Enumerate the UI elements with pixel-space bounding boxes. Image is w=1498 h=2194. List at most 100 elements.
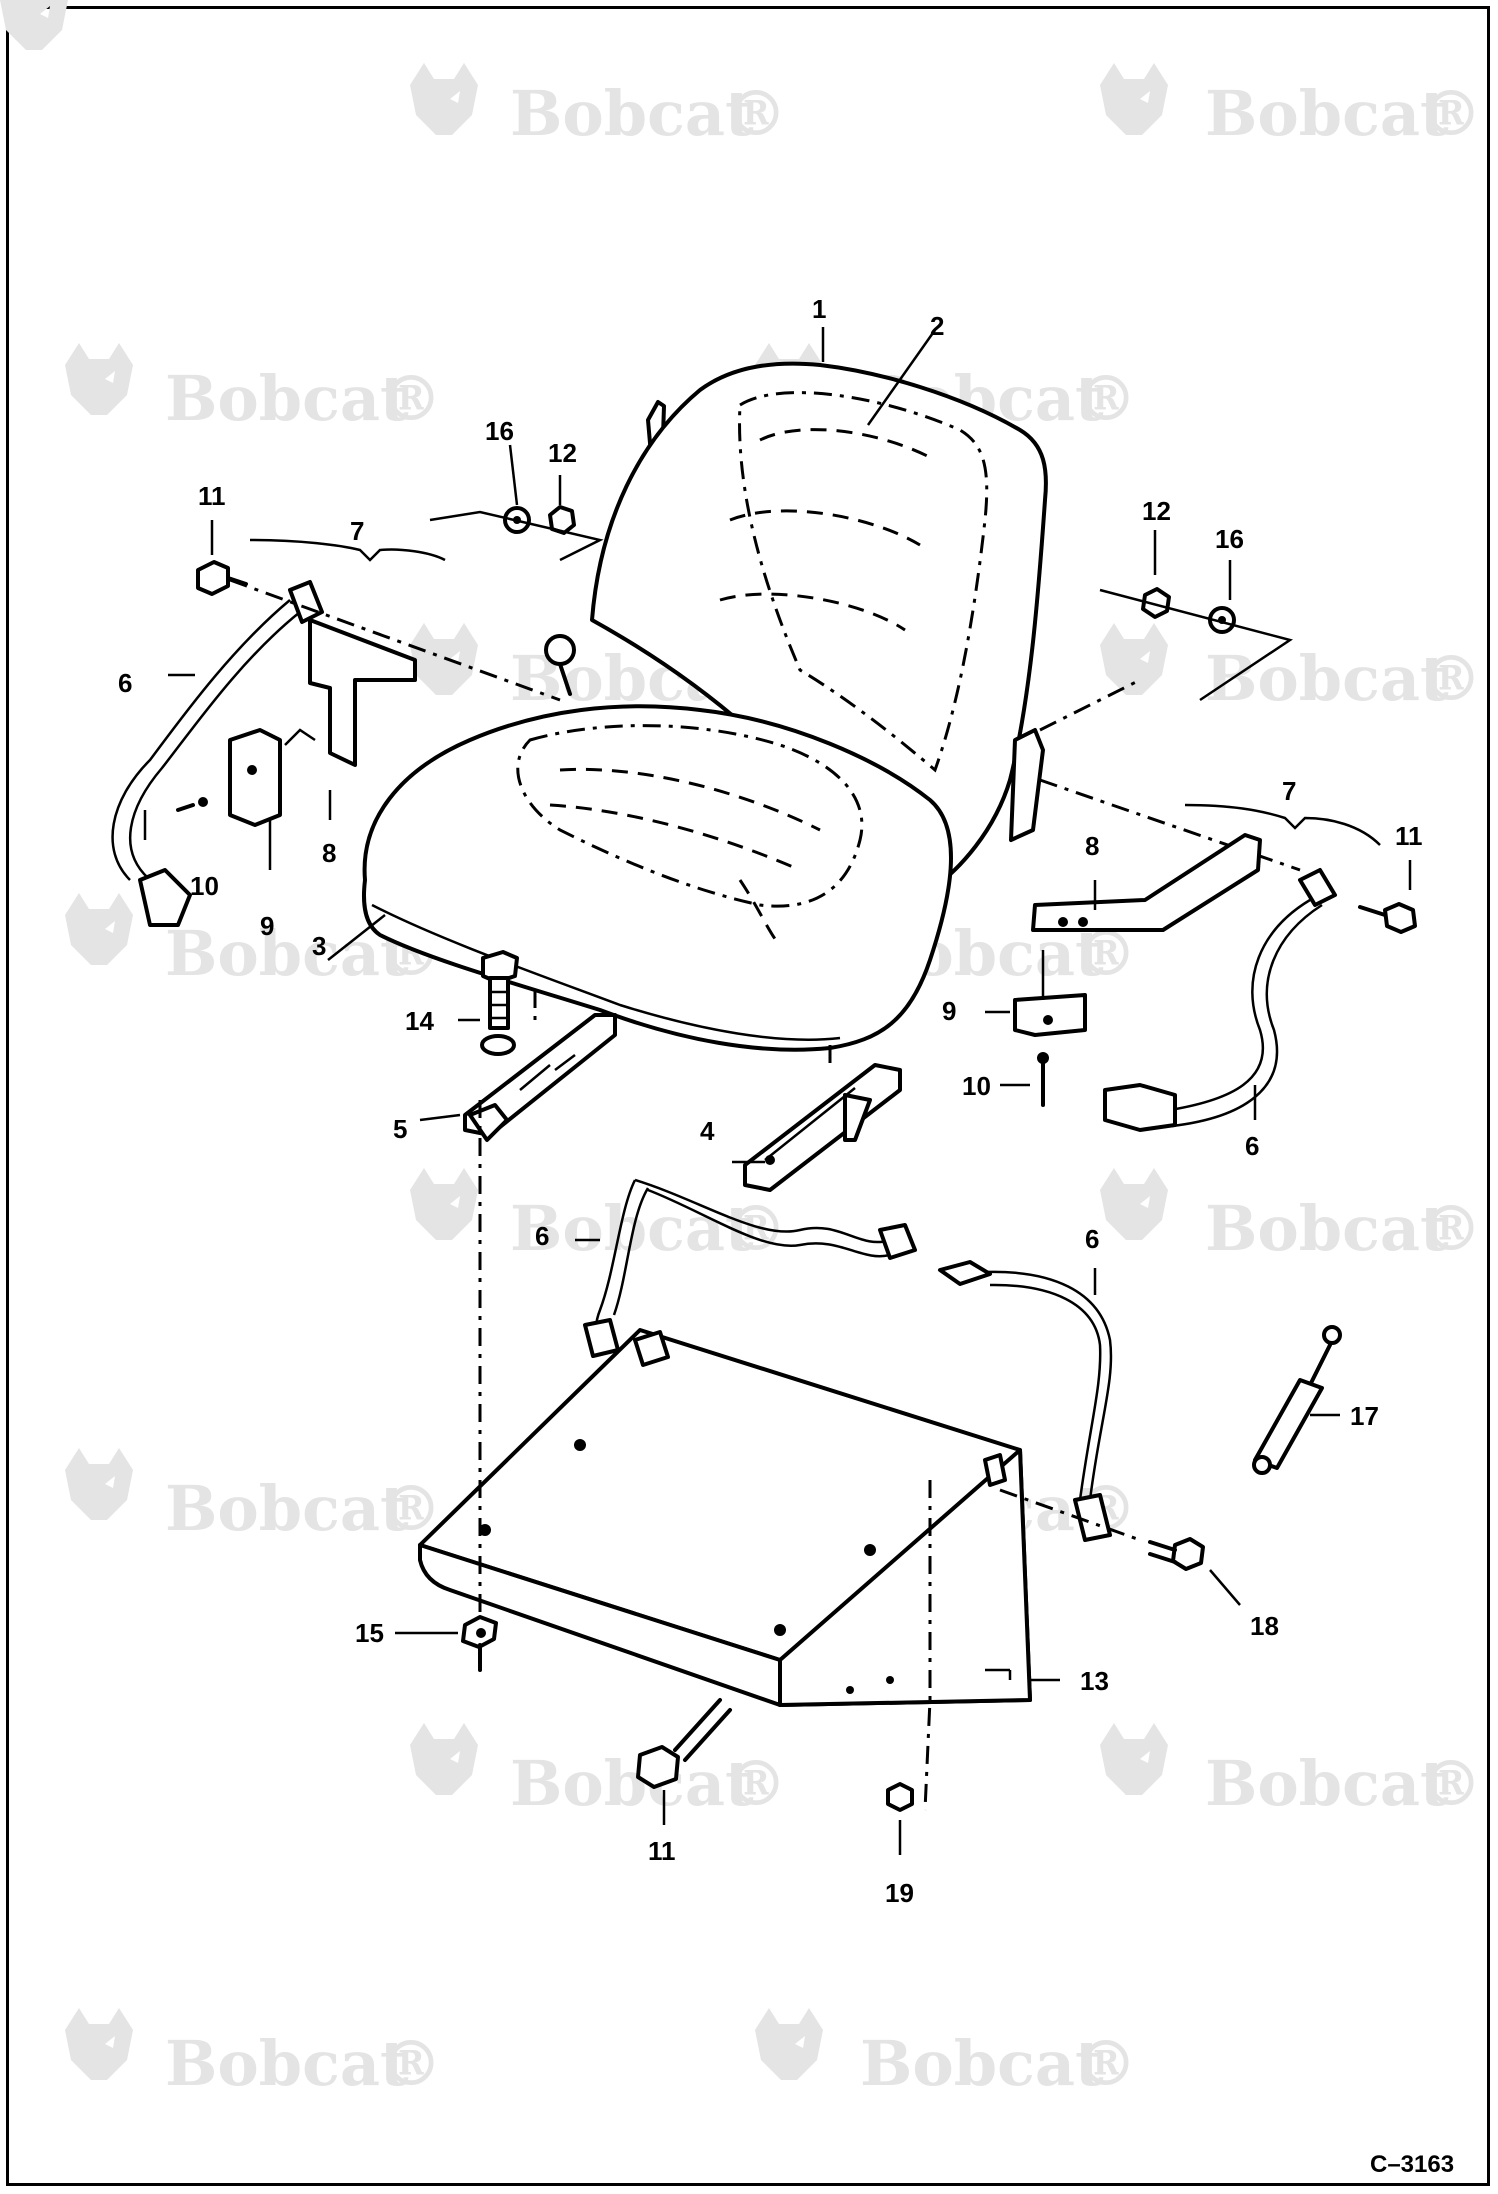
svg-text:®: ® bbox=[1420, 1192, 1482, 1265]
washer-14 bbox=[480, 1034, 516, 1056]
watermark-r5-b: Bobcat® bbox=[1100, 1168, 1482, 1265]
callout-labels: 1 2 3 4 5 6 6 6 6 7 7 8 8 9 9 10 10 11 1… bbox=[118, 294, 1423, 1908]
cushion-rib-3 bbox=[738, 879, 782, 947]
belt-strap-6-left-edge bbox=[128, 611, 301, 879]
callout-8-right: 8 bbox=[1085, 831, 1099, 861]
cushion-padding-outline bbox=[516, 724, 864, 908]
svg-text:Bobcat: Bobcat bbox=[510, 1192, 754, 1265]
bolt-14 bbox=[481, 950, 519, 984]
top-left-hardware bbox=[429, 505, 604, 562]
belt-strap-6-center-top bbox=[634, 1178, 891, 1244]
drawing-number: C–3163 bbox=[1370, 2151, 1454, 2178]
belt-strap-6-center-right bbox=[984, 1270, 1113, 1501]
callout-16-right: 16 bbox=[1215, 524, 1244, 554]
svg-text:®: ® bbox=[1420, 77, 1482, 150]
bolt-11-bottom-shank bbox=[673, 1698, 732, 1762]
base-plate bbox=[418, 1100, 1205, 1812]
svg-text:®: ® bbox=[1075, 362, 1137, 435]
base-plate-dash-right bbox=[923, 1480, 932, 1811]
callout-4: 4 bbox=[700, 1116, 715, 1146]
bolt-11-left bbox=[196, 560, 230, 596]
belt-buckle-right bbox=[1103, 1083, 1177, 1132]
svg-text:®: ® bbox=[380, 2027, 442, 2100]
slide-rail-5 bbox=[463, 1013, 617, 1137]
watermark-r2-a: Bobcat® bbox=[65, 343, 442, 435]
gas-spring bbox=[1252, 1325, 1342, 1475]
callout-7-left: 7 bbox=[350, 516, 364, 546]
callout-16-left: 16 bbox=[485, 416, 514, 446]
cushion-rib-2 bbox=[549, 803, 801, 872]
callout-14: 14 bbox=[405, 1006, 434, 1036]
callout-17: 17 bbox=[1350, 1401, 1379, 1431]
mount-block-9-left bbox=[228, 728, 282, 827]
svg-text:Bobcat: Bobcat bbox=[510, 77, 754, 150]
svg-text:Bobcat: Bobcat bbox=[165, 2027, 409, 2100]
svg-text:Bobcat: Bobcat bbox=[1205, 1747, 1449, 1820]
belt-tab-center-right bbox=[1073, 1493, 1112, 1542]
plate-link-left bbox=[284, 728, 316, 746]
belt-buckle-center-right bbox=[938, 1260, 992, 1286]
watermark-r7-b: Bobcat® bbox=[1100, 1723, 1482, 1820]
callout-13: 13 bbox=[1080, 1666, 1109, 1696]
belt-strap-6-center-left-edge bbox=[612, 1187, 650, 1316]
slide-rail-4 bbox=[743, 1063, 902, 1192]
bracket-12-16-right bbox=[1099, 588, 1294, 702]
mount-plate-8-right bbox=[1031, 833, 1262, 932]
svg-text:Bobcat: Bobcat bbox=[1205, 77, 1449, 150]
seat-knob-stem bbox=[558, 662, 572, 696]
bolt-14-thread bbox=[490, 990, 508, 1020]
bracket-12-16-left bbox=[429, 510, 604, 562]
callout-11-bottom: 11 bbox=[648, 1836, 676, 1866]
bolt-11-right bbox=[1383, 902, 1417, 934]
svg-text:Bobcat: Bobcat bbox=[860, 2027, 1104, 2100]
screw-18-shank bbox=[1148, 1540, 1177, 1564]
gas-spring-top-eye bbox=[1322, 1325, 1342, 1345]
gas-spring-rod bbox=[1308, 1343, 1332, 1387]
cushion-lower-seam bbox=[371, 903, 841, 1041]
screw-18 bbox=[1171, 1537, 1205, 1571]
watermark-r1-b: Bobcat® bbox=[1100, 63, 1482, 150]
belt-strap-6-right-edge bbox=[1171, 903, 1323, 1128]
svg-text:®: ® bbox=[1420, 642, 1482, 715]
callout-6-right: 6 bbox=[1245, 1131, 1259, 1161]
watermark-r8-a: Bobcat® bbox=[65, 2008, 442, 2100]
callout-12-left: 12 bbox=[548, 438, 577, 468]
cushion-rib-1 bbox=[559, 767, 821, 832]
belt-tab-center bbox=[878, 1223, 917, 1260]
svg-text:Bobcat: Bobcat bbox=[1205, 1192, 1449, 1265]
callout-3: 3 bbox=[312, 931, 326, 961]
seat-knob bbox=[544, 634, 576, 666]
leader-lines bbox=[143, 327, 1412, 1855]
svg-text:Bobcat: Bobcat bbox=[165, 362, 409, 435]
svg-text:®: ® bbox=[1075, 2027, 1137, 2100]
callout-18: 18 bbox=[1250, 1611, 1279, 1641]
slide-rail-4-slot bbox=[764, 1087, 856, 1161]
base-plate-front-lip bbox=[418, 1543, 782, 1707]
assembly-line-right-top bbox=[1039, 678, 1141, 732]
bolt-11-right-shank bbox=[1358, 905, 1387, 917]
watermark-layer bbox=[0, 0, 68, 50]
callout-15: 15 bbox=[355, 1618, 384, 1648]
base-plate-tab-left bbox=[633, 1330, 670, 1367]
svg-text:®: ® bbox=[725, 1747, 787, 1820]
slide-rail-5-detail bbox=[519, 1054, 576, 1091]
callout-2: 2 bbox=[930, 311, 944, 341]
belt-buckle-left bbox=[138, 868, 192, 927]
svg-text:®: ® bbox=[380, 362, 442, 435]
belt-strap-6-right bbox=[1169, 898, 1311, 1112]
backrest-padding-outline bbox=[738, 391, 989, 773]
mount-plate-8-left bbox=[308, 618, 417, 767]
svg-text:®: ® bbox=[1420, 1747, 1482, 1820]
base-plate-13-bracket bbox=[985, 1668, 1012, 1680]
bracket-7-left bbox=[249, 538, 446, 562]
backrest-rib-1 bbox=[759, 428, 936, 462]
bolt-14-shank bbox=[488, 976, 510, 1030]
belt-tab-right bbox=[1298, 868, 1337, 907]
watermark-r3-b: Bobcat® bbox=[1100, 623, 1482, 715]
seat-side-hinge bbox=[1009, 728, 1045, 842]
assembly-line-right bbox=[1039, 778, 1301, 872]
callout-1: 1 bbox=[812, 294, 826, 324]
belt-strap-6-center-top-edge bbox=[647, 1188, 891, 1258]
seat-cushion bbox=[361, 704, 953, 1052]
